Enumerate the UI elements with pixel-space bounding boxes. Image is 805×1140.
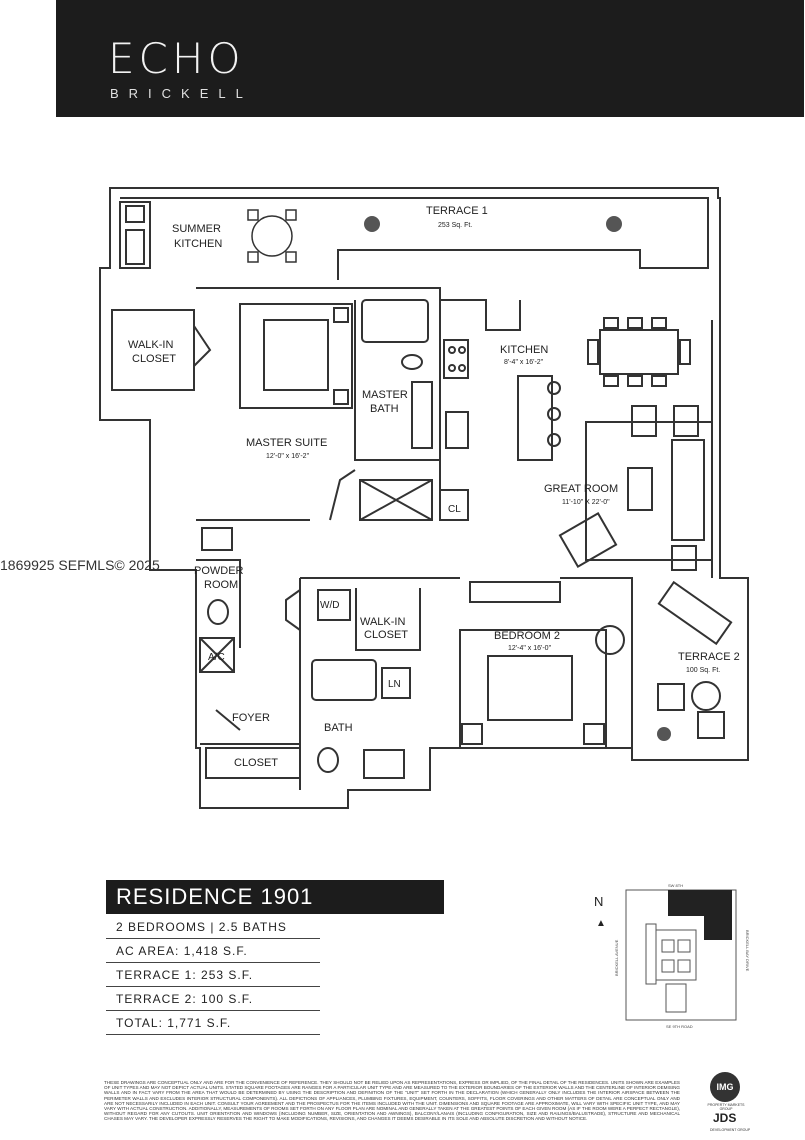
legal-disclaimer: THESE DRAWINGS ARE CONCEPTUAL ONLY AND A… (104, 1080, 680, 1122)
exterior-wall (99, 187, 749, 809)
bedroom2-size: 12'-4" x 16'-0" (508, 645, 552, 652)
powder-room-label: POWDER (194, 565, 244, 577)
master-suite-label: MASTER SUITE (246, 437, 327, 449)
foyer-label: FOYER (232, 712, 270, 724)
armchair (558, 512, 618, 568)
washer-dryer (317, 589, 351, 621)
jds-logo: JDS (713, 1111, 737, 1125)
master-bed (239, 303, 353, 409)
closet-label: CLOSET (234, 757, 278, 769)
spec-divider (106, 1010, 320, 1011)
kitchen-label: KITCHEN (500, 344, 548, 356)
walkin-closet-label: WALK-IN (128, 339, 173, 351)
svg-text:SW 8TH: SW 8TH (668, 883, 683, 888)
plant-icon (364, 216, 380, 232)
cl-label: CL (448, 504, 461, 515)
svg-text:CLOSET: CLOSET (364, 629, 408, 641)
powder-vanity (201, 527, 233, 551)
brand-logo: ECHO (108, 34, 245, 83)
master-suite-size: 12'-0" x 16'-2" (266, 453, 310, 460)
summer-kitchen-label: SUMMER (172, 223, 221, 235)
great-room-size: 11'-10" X 22'-0" (562, 499, 610, 506)
walkin-closet2-label: WALK-IN (360, 616, 405, 628)
great-room-label: GREAT ROOM (544, 483, 618, 495)
walkin-closet-master (111, 309, 195, 391)
key-plan: SW 8TH SE 9TH ROAD BRICKELL AVENUE BRICK… (614, 883, 750, 1029)
terrace1-edge (120, 197, 709, 280)
master-tub (361, 299, 429, 343)
north-label: N (594, 894, 604, 909)
spec-terrace2: TERRACE 2: 100 S.F. (116, 992, 254, 1006)
terrace1-size: 253 Sq. Ft. (438, 222, 472, 229)
mls-watermark: 1869925 SEFMLS© 2025 (0, 557, 160, 573)
spec-ac-area: AC AREA: 1,418 S.F. (116, 944, 248, 958)
cooktop (443, 339, 469, 379)
header-banner: ECHO BRICKELL (56, 0, 804, 117)
dining-table (599, 329, 679, 375)
kitchen-sink (445, 411, 469, 449)
spec-terrace1: TERRACE 1: 253 S.F. (116, 968, 254, 982)
ln-label: LN (388, 679, 401, 690)
img-logo-subtitle: PROPERTY MARKETS GROUP (707, 1103, 745, 1111)
kitchen-island (517, 375, 553, 461)
jds-logo-subtitle: DEVELOPMENT GROUP (710, 1128, 751, 1132)
north-arrow-icon: ▲ (596, 918, 606, 929)
summer-dining-table (251, 215, 293, 257)
summer-kitchen-counter (119, 201, 151, 269)
svg-text:BRICKELL AVENUE: BRICKELL AVENUE (614, 939, 619, 976)
svg-text:CLOSET: CLOSET (132, 353, 176, 365)
svg-text:SE 9TH ROAD: SE 9TH ROAD (666, 1024, 693, 1029)
svg-text:KITCHEN: KITCHEN (174, 238, 222, 250)
bedroom2-label: BEDROOM 2 (494, 630, 560, 642)
terrace1-label: TERRACE 1 (426, 205, 488, 217)
wd-label: W/D (320, 600, 339, 611)
kitchen-size: 8'-4" x 16'-2" (504, 359, 544, 366)
spec-divider (106, 1034, 320, 1035)
spec-divider (106, 938, 320, 939)
master-bath-label: MASTER (362, 389, 408, 401)
bath-tub (311, 659, 377, 701)
ac-label: A/C (208, 652, 225, 663)
sofa (671, 439, 705, 541)
ac-unit (199, 637, 235, 673)
svg-text:BRICKELL BAY DRIVE: BRICKELL BAY DRIVE (745, 930, 750, 972)
svg-text:ROOM: ROOM (204, 579, 238, 591)
terrace2-size: 100 Sq. Ft. (686, 667, 720, 674)
img-logo: IMG (710, 1072, 740, 1102)
residence-title: RESIDENCE 1901 (116, 884, 314, 909)
svg-text:BATH: BATH (370, 403, 399, 415)
bedroom2-bed (459, 629, 607, 749)
spec-divider (106, 962, 320, 963)
foyer-closet (205, 747, 301, 779)
lounge-chair (657, 580, 733, 646)
brand-location: BRICKELL (110, 86, 253, 101)
spec-total: TOTAL: 1,771 S.F. (116, 1016, 232, 1030)
bath-label: BATH (324, 722, 353, 734)
residence-title-box: RESIDENCE 1901 (106, 880, 444, 914)
floor-plan: TERRACE 1 253 Sq. Ft. SUMMER KITCHEN WAL… (99, 187, 749, 809)
linen-closet (381, 667, 411, 699)
spec-divider (106, 986, 320, 987)
spec-bedrooms: 2 BEDROOMS | 2.5 BATHS (116, 920, 287, 934)
terrace2-label: TERRACE 2 (678, 651, 740, 663)
